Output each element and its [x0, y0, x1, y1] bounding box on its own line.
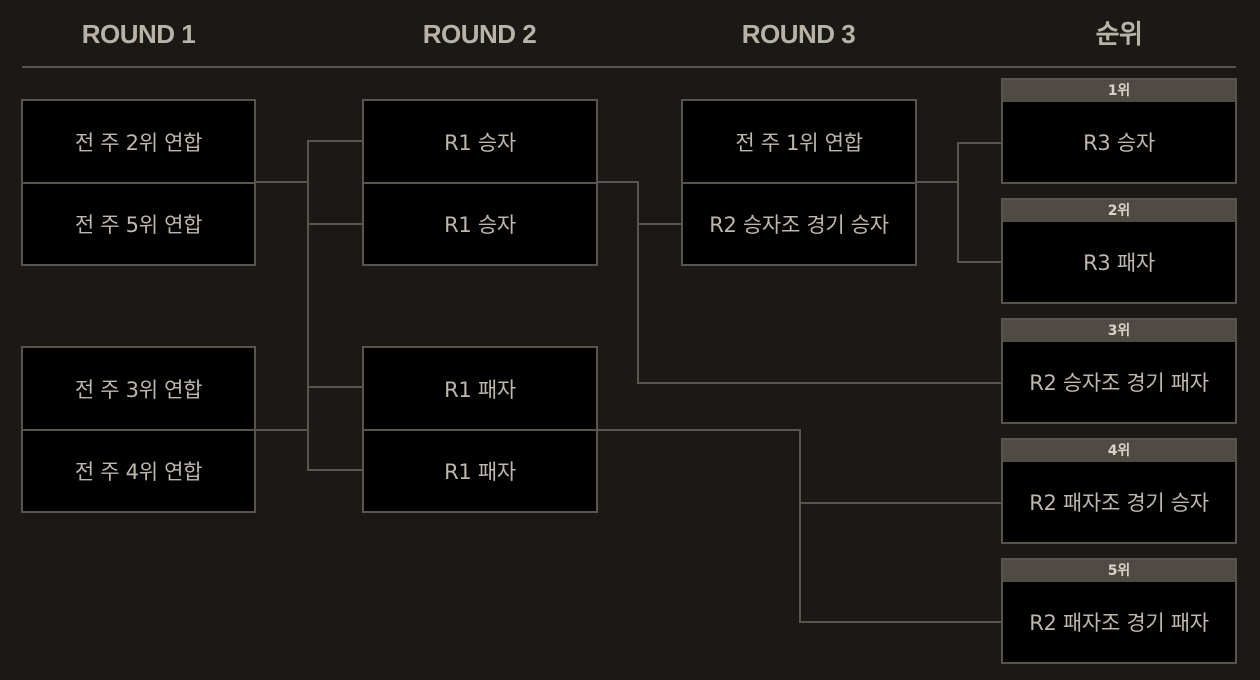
- round2-match2-top: R1 패자: [364, 348, 596, 431]
- round1-match2: 전 주 3위 연합 전 주 4위 연합: [21, 346, 256, 513]
- rank-4-label: 4위: [1003, 440, 1235, 462]
- connector-r2-winners: [597, 181, 1001, 384]
- round3-match1: 전 주 1위 연합 R2 승자조 경기 승자: [681, 99, 917, 266]
- rank-3: 3위 R2 승자조 경기 패자: [1001, 318, 1237, 424]
- round1-match1-top: 전 주 2위 연합: [23, 101, 254, 184]
- round3-match1-top: 전 주 1위 연합: [683, 101, 915, 184]
- header-divider: [22, 66, 1236, 68]
- rank-3-value: R2 승자조 경기 패자: [1029, 371, 1209, 395]
- round1-match1-bottom: 전 주 5위 연합: [74, 213, 203, 237]
- round3-match1-bottom: R2 승자조 경기 승자: [709, 213, 889, 237]
- rank-5-value: R2 패자조 경기 패자: [1029, 611, 1209, 635]
- rank-5-label: 5위: [1003, 560, 1235, 582]
- round2-match1-top: R1 승자: [364, 101, 596, 184]
- rank-4: 4위 R2 패자조 경기 승자: [1001, 438, 1237, 544]
- round2-header: ROUND 2: [422, 19, 537, 49]
- round2-match1: R1 승자 R1 승자: [362, 99, 598, 266]
- connector-r1-losers: [307, 386, 362, 471]
- rank-2: 2위 R3 패자: [1001, 198, 1237, 304]
- connector-r1-winners: [307, 140, 362, 225]
- connector-r3-ranks: [957, 142, 1001, 263]
- round2-match1-bottom: R1 승자: [444, 213, 516, 237]
- round2-match2-bottom: R1 패자: [444, 460, 516, 484]
- round2-match2: R1 패자 R1 패자: [362, 346, 598, 513]
- round1-match1: 전 주 2위 연합 전 주 5위 연합: [21, 99, 256, 266]
- rank-3-label: 3위: [1003, 320, 1235, 342]
- rank-2-value: R3 패자: [1083, 251, 1155, 275]
- rank-5: 5위 R2 패자조 경기 패자: [1001, 558, 1237, 664]
- rank-1: 1위 R3 승자: [1001, 78, 1237, 184]
- round1-match2-bottom: 전 주 4위 연합: [74, 460, 203, 484]
- rank-2-label: 2위: [1003, 200, 1235, 222]
- round1-match2-top: 전 주 3위 연합: [23, 348, 254, 431]
- rank-1-label: 1위: [1003, 80, 1235, 102]
- ranking-header: 순위: [1095, 19, 1143, 49]
- rank-4-value: R2 패자조 경기 승자: [1029, 491, 1209, 515]
- connector-r2-losers: [597, 429, 1001, 623]
- round1-header: ROUND 1: [81, 19, 196, 49]
- rank-1-value: R3 승자: [1083, 131, 1155, 155]
- round3-header: ROUND 3: [741, 19, 856, 49]
